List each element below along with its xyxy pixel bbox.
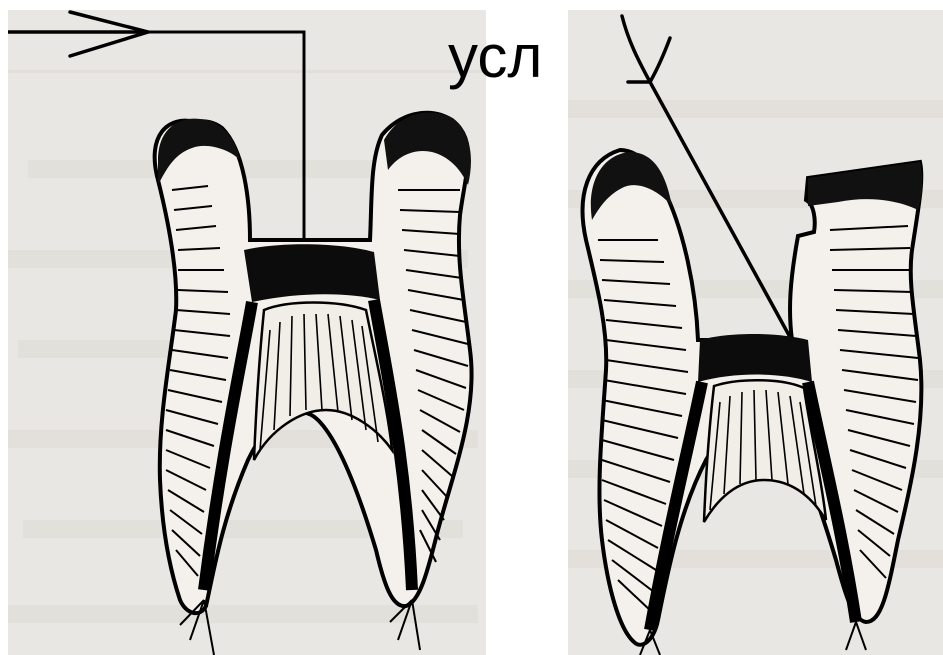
left-figure-panel (8, 10, 486, 655)
tooth-longitudinal-section-icon (155, 113, 472, 655)
tooth-longitudinal-section-icon (583, 150, 923, 655)
left-tooth-figure (8, 10, 486, 655)
right-tooth-figure (568, 10, 943, 655)
arrow-right-icon (8, 12, 304, 258)
heading-text: усл (448, 22, 573, 92)
right-figure-panel (568, 10, 943, 655)
